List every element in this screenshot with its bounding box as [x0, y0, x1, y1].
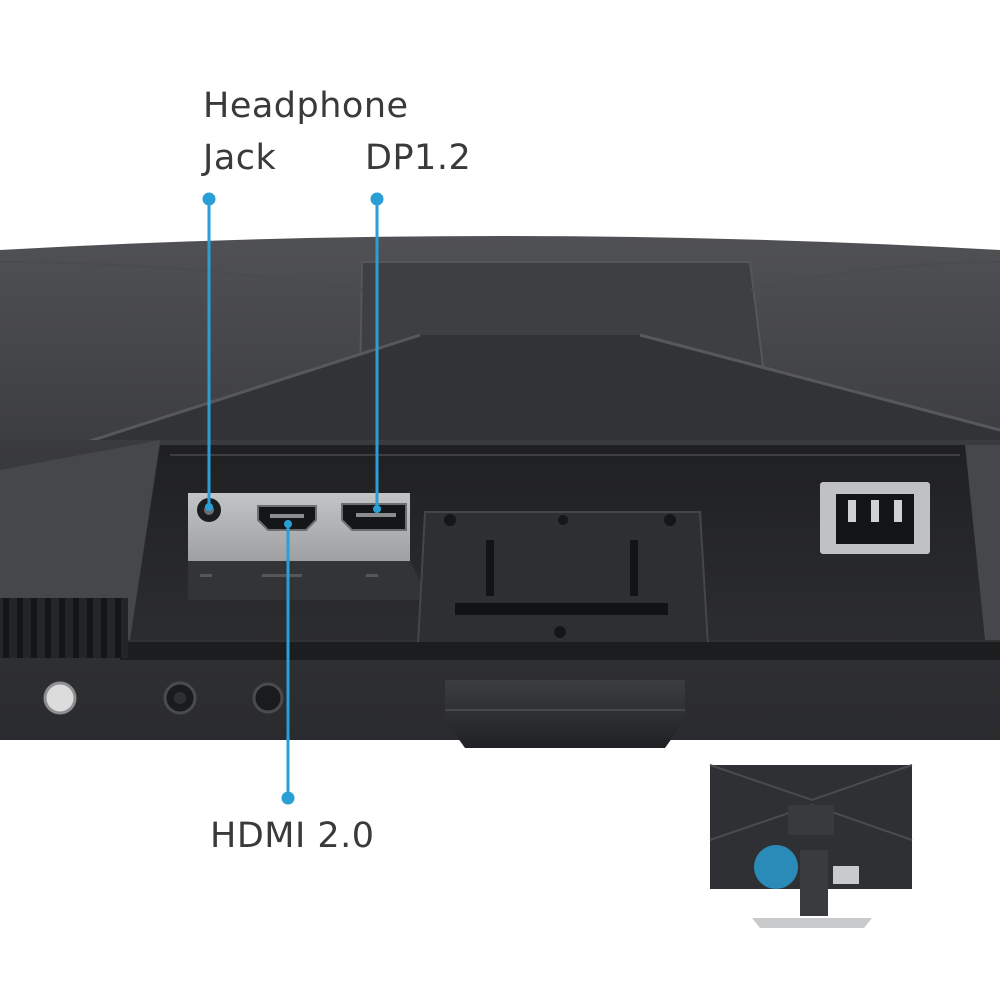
- dp-label: DP1.2: [365, 138, 472, 178]
- hdmi-marking: [262, 574, 302, 577]
- callout-dot-icon: [202, 192, 216, 206]
- callout-lines: [202, 192, 384, 805]
- mount-slot: [455, 603, 668, 615]
- callout-dot-icon: [281, 791, 295, 805]
- edge-line-right: [749, 261, 1000, 291]
- stand-mount-plate: [416, 511, 710, 646]
- callout-dot-icon: [370, 192, 384, 206]
- thumbnail-base: [752, 918, 872, 928]
- menu-button: [252, 682, 284, 714]
- edge-line-left: [0, 261, 363, 291]
- headphone-jack-label-line1: Headphone: [203, 86, 409, 126]
- thumbnail-stand: [800, 850, 828, 916]
- headphone-jack-label-line2: Jack: [203, 138, 277, 178]
- panel-ledge: [188, 561, 430, 600]
- highlight-circle-icon: [754, 845, 798, 889]
- power-button: [43, 681, 77, 715]
- ridge-surface: [0, 335, 1000, 470]
- left-bevel: [0, 440, 160, 640]
- stand-neck: [445, 680, 685, 748]
- right-bevel: [965, 445, 1000, 640]
- bottom-lip: [120, 642, 1000, 660]
- headphone-jack-label: Headphone Jack: [203, 80, 409, 184]
- monitor-thumbnail: [709, 764, 913, 928]
- hdmi-label: HDMI 2.0: [210, 816, 375, 856]
- ridge-line-right: [639, 333, 1000, 432]
- vent-grille: [0, 598, 128, 658]
